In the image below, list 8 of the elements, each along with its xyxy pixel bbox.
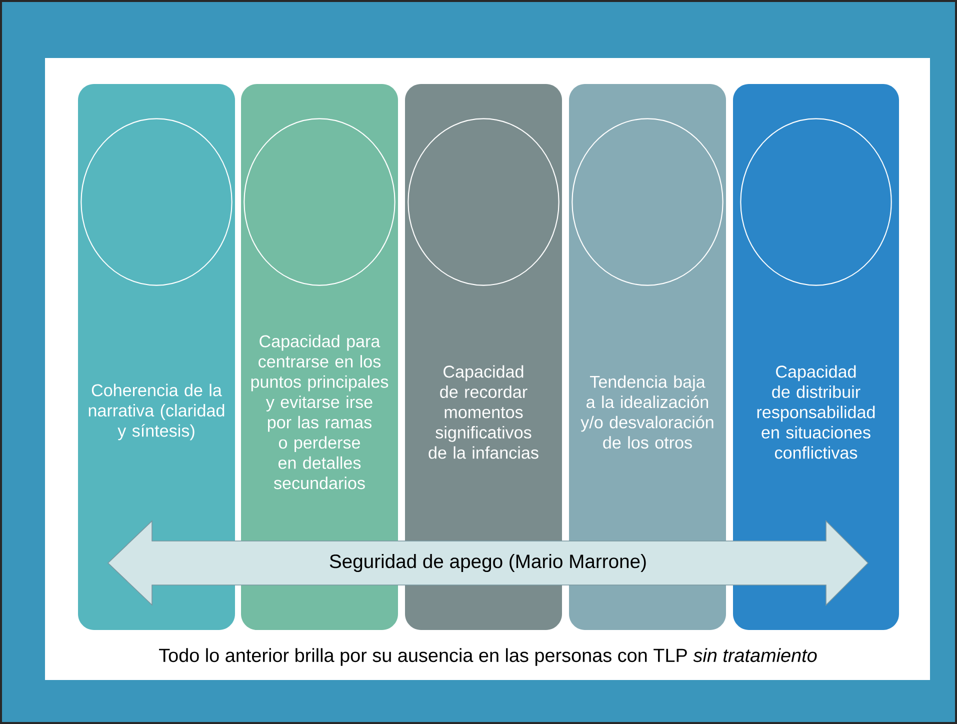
ellipse [244,118,396,286]
ellipse [572,118,724,286]
column: Capacidad de distribuir responsabilidad en situaciones conflictivas [733,84,899,630]
ellipse [408,118,560,286]
ellipse [740,118,892,286]
column: Coherencia de la narrativa (claridad y síntesis) [78,84,235,630]
caption: Todo lo anterior brilla por su ausencia en las personas con TLP sin tratamiento [159,648,817,666]
ellipse [80,118,232,286]
